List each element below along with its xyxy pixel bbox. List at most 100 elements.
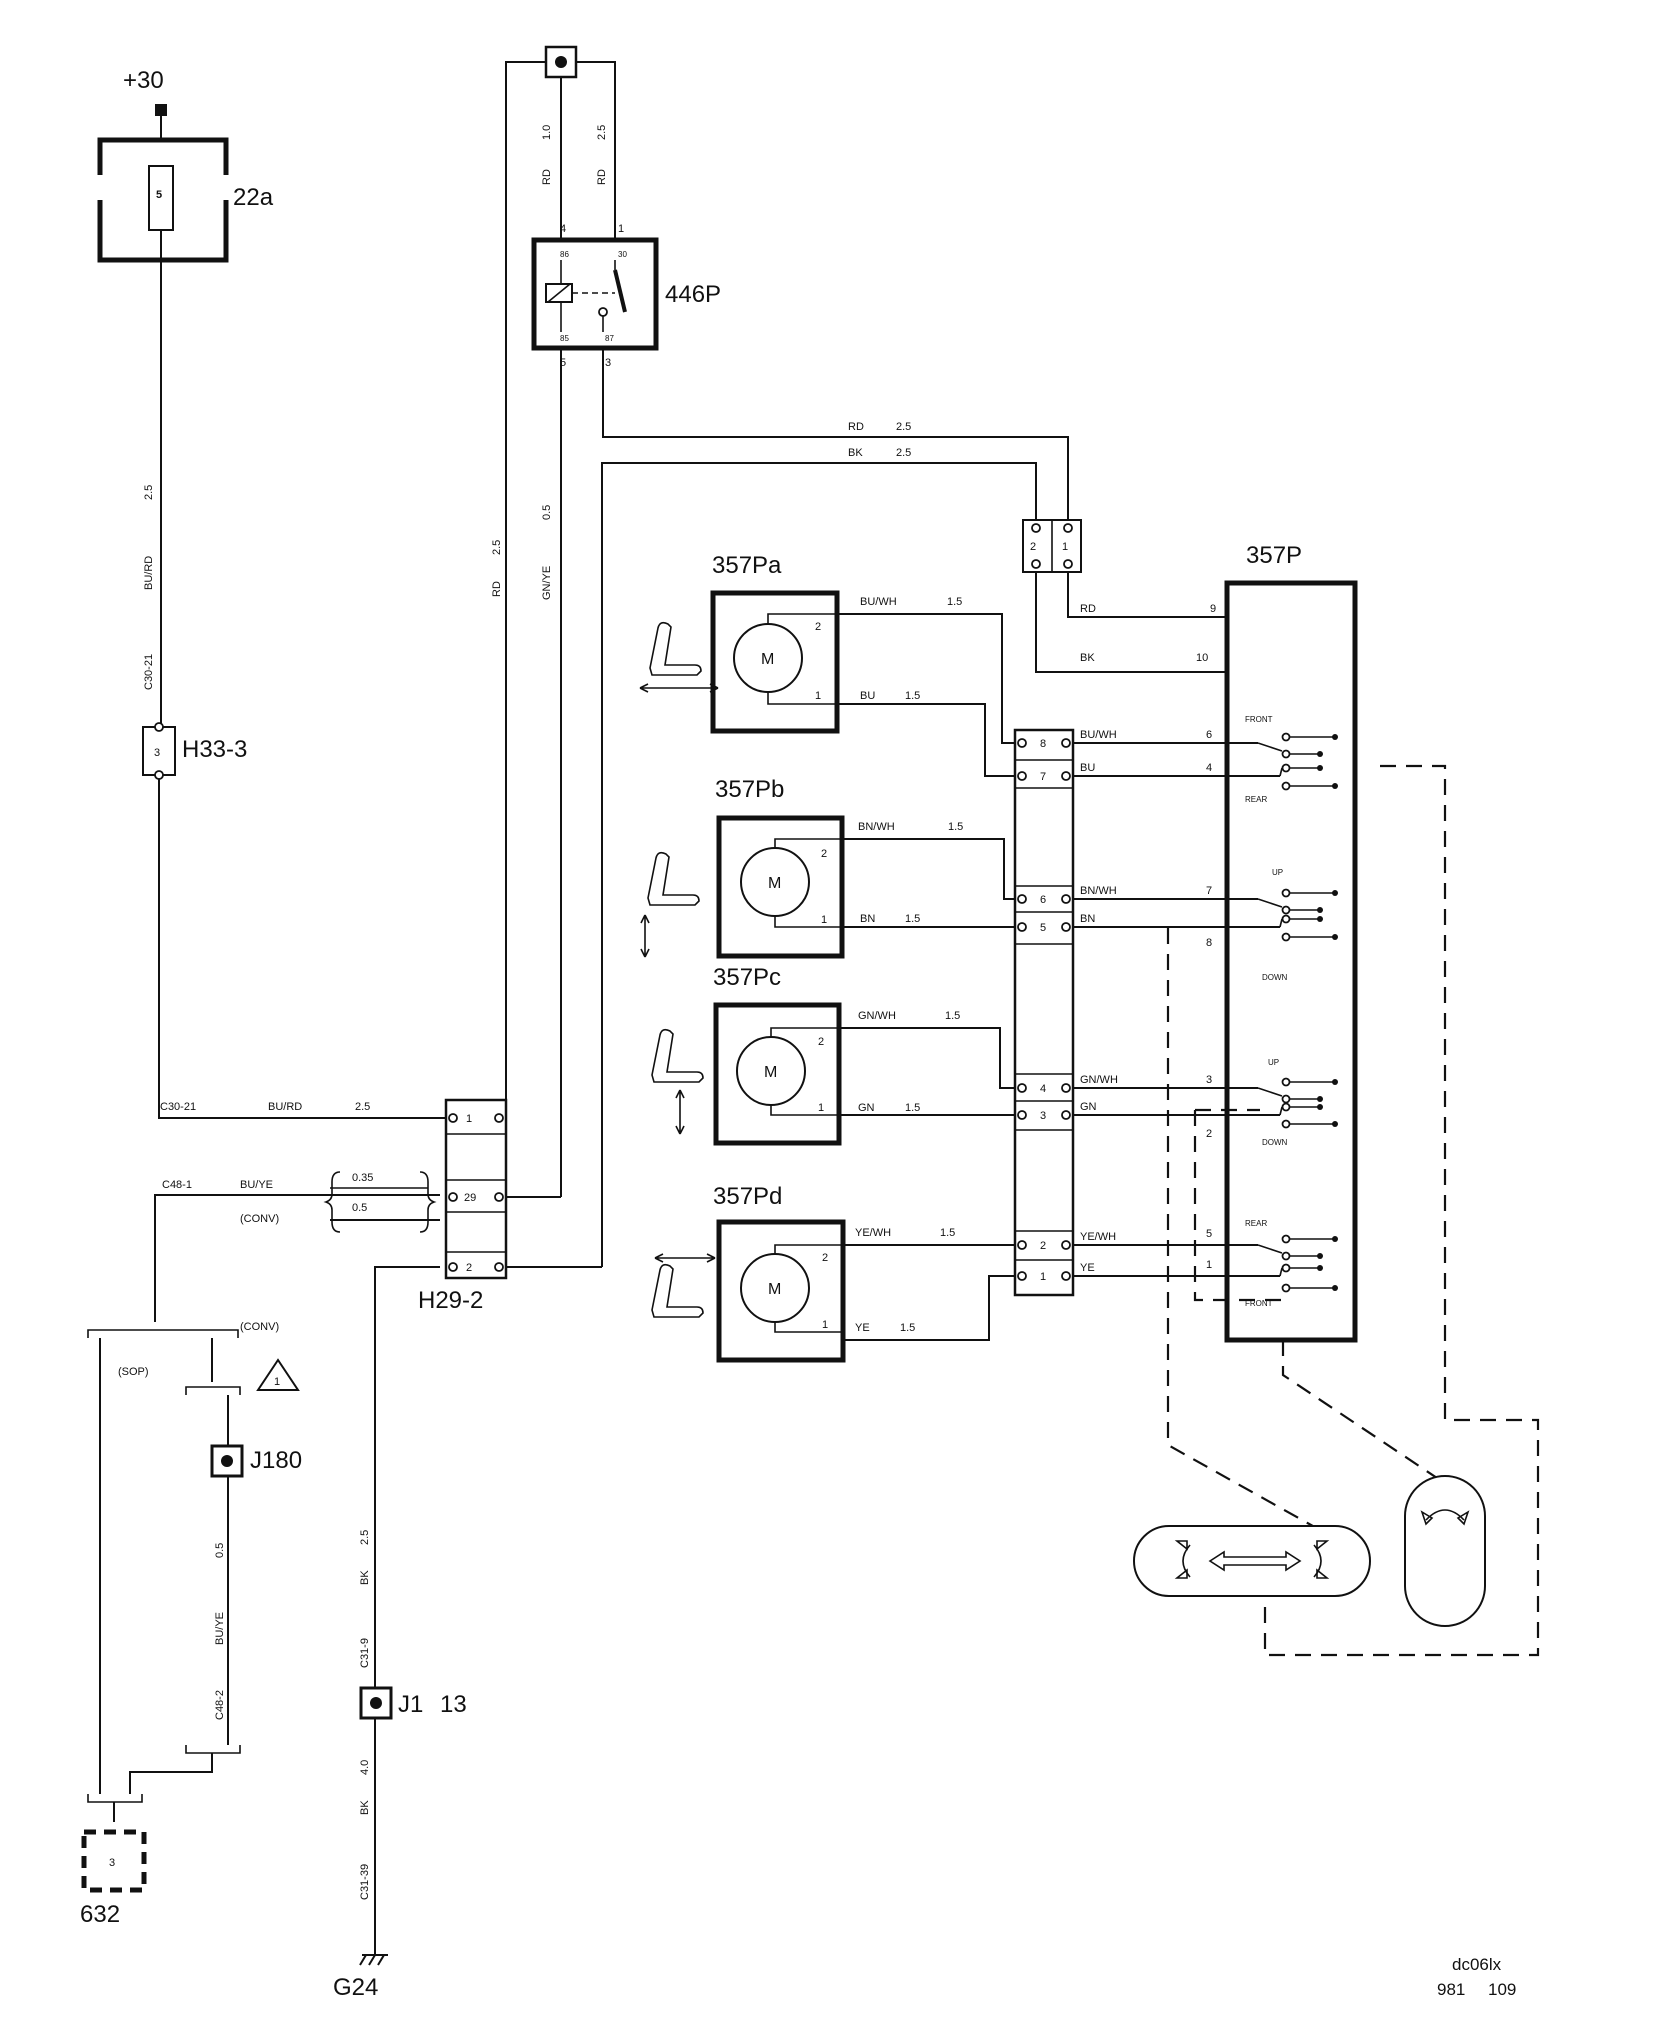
- connector-h29-group: 1 29 2 H29-2: [418, 1098, 508, 1314]
- variant-sop: (SOP): [118, 1366, 149, 1378]
- rd-357p-color: RD: [1080, 603, 1096, 615]
- gnye-color: GN/YE: [541, 566, 553, 600]
- seat-recline-icon: [651, 1253, 716, 1318]
- variant-conv: (CONV): [240, 1321, 279, 1333]
- splice-j180-dot: [221, 1455, 233, 1467]
- wire-bk-to-splice: [601, 462, 1037, 1267]
- motor-357pb-pin-bot: 1: [821, 914, 827, 926]
- fuse-number: 5: [156, 189, 162, 201]
- power-feed-group: +30 5 22a 2.5 BU/RD C30-21 3 H33-3 C30-2…: [97, 67, 450, 1119]
- main-connector-pin-1: 1: [1040, 1271, 1046, 1283]
- j180-conn: C48-2: [214, 1690, 226, 1720]
- mc-pin8-l: [1017, 738, 1027, 748]
- motor-357pc-symbol: M: [764, 1064, 777, 1081]
- motor-357pd-symbol: M: [768, 1281, 781, 1298]
- ground-lower-size: 4.0: [359, 1760, 371, 1775]
- relay-id-label: 446P: [665, 281, 721, 308]
- switch-label-rear-1: REAR: [1245, 795, 1267, 804]
- switch-row-5-pin: 3: [1206, 1074, 1212, 1086]
- mc-pin6-l: [1017, 894, 1027, 904]
- motor-357pa-wire-top-color: BU/WH: [860, 596, 897, 608]
- connector-h33-pin-bottom: [154, 770, 164, 780]
- motor-357pb-wire-top-size: 1.5: [948, 821, 963, 833]
- power-terminal-label: +30: [123, 67, 164, 94]
- relay-wire-pin-5: 5: [560, 357, 566, 369]
- footer-num1: 981: [1437, 1980, 1465, 1999]
- motor-357pc-lead-bot: [770, 1105, 839, 1116]
- module-632: [81, 1829, 147, 1893]
- wire-bured-color: BU/RD: [268, 1101, 302, 1113]
- bk-357p-pin: 10: [1196, 652, 1208, 664]
- relay-in-right-color: RD: [596, 169, 608, 185]
- motor-357pb-lead-bot: [774, 916, 842, 928]
- motor-357pb-wire-top: [842, 838, 1022, 900]
- brace-right: [419, 1171, 437, 1233]
- connector-h33-pin-top: [154, 722, 164, 732]
- relay-pin-86: 86: [560, 250, 569, 259]
- switch-contacts-2: [1257, 888, 1335, 942]
- wire-bured-size: 2.5: [355, 1101, 370, 1113]
- main-connector-pin-5: 5: [1040, 922, 1046, 934]
- linkage-dash-2: [1166, 928, 1321, 1531]
- relay-in-left-color: RD: [541, 169, 553, 185]
- connector-h29: [444, 1098, 508, 1280]
- ground-label: G24: [333, 1974, 378, 2001]
- relay-pin-85: 85: [560, 334, 569, 343]
- mechanical-linkage-group: [1133, 764, 1540, 1657]
- connector-h29-label: H29-2: [418, 1287, 483, 1314]
- switch-contacts-4: [1257, 1234, 1335, 1293]
- c48-size-1: 0.35: [352, 1172, 373, 1184]
- motor-357pc-wire-top-size: 1.5: [945, 1010, 960, 1022]
- switch-junction-dots: [1317, 734, 1338, 1291]
- motor-357pa-wire-bot: [837, 703, 1022, 777]
- wire-rd-right: [576, 61, 616, 240]
- h29-pin2-l: [448, 1262, 458, 1272]
- warning-triangle-icon: [256, 1358, 300, 1391]
- warning-number: 1: [274, 1376, 280, 1388]
- mc-pin7-r: [1061, 771, 1071, 781]
- wire-h29-to-j1: [374, 1266, 440, 1688]
- motor-357pc-pin-bot: 1: [818, 1102, 824, 1114]
- motor-357pc-lead-top: [770, 1027, 839, 1037]
- motor-357pb-label: 357Pb: [715, 776, 784, 803]
- main-connector-pin-6: 6: [1040, 894, 1046, 906]
- ground-group: 2.5 BK C31-9 J1 13 4.0 BK C31-39 G24: [333, 1266, 467, 2001]
- switch-row-2-pin: 4: [1206, 762, 1212, 774]
- ground-upper-size: 2.5: [359, 1530, 371, 1545]
- relay-wire-pin-1: 1: [618, 223, 624, 235]
- switch-row-7-pin: 5: [1206, 1228, 1212, 1240]
- switch-label-down-2: DOWN: [1262, 1138, 1288, 1147]
- motor-357pa-wire-bot-color: BU: [860, 690, 875, 702]
- main-connector-group: 8 7 6 5 4 3 2 1: [1013, 728, 1075, 1297]
- mc-pin6-r: [1061, 894, 1071, 904]
- rd-long-color: RD: [491, 581, 503, 597]
- motor-357pb-wire-bot-color: BN: [860, 913, 875, 925]
- c48-size-2: 0.5: [352, 1202, 367, 1214]
- mc-pin5-r: [1061, 922, 1071, 932]
- wire-c48-upper: [154, 1194, 440, 1322]
- main-connector: [1013, 728, 1075, 1297]
- top-rd-color: RD: [848, 421, 864, 433]
- mc-pin1-r: [1061, 1271, 1071, 1281]
- motor-357pd-wire-bot-color: YE: [855, 1322, 870, 1334]
- wire-rd-to-splice: [602, 348, 1069, 520]
- seat-tilt-icon: [651, 1028, 704, 1135]
- c48-branch-group: C48-1 BU/YE (CONV) 0.35 0.5 (CONV) (SOP)…: [80, 1171, 440, 1928]
- switch-row-6-wire: GN: [1080, 1101, 1097, 1113]
- splice-j1-num: 13: [440, 1691, 467, 1718]
- bk-357p-color: BK: [1080, 652, 1095, 664]
- wire-bured-to-h29: [158, 779, 450, 1119]
- motor-357pa-wire-bot-size: 1.5: [905, 690, 920, 702]
- ground-symbol-icon: [359, 1954, 388, 1966]
- switch-label-front-1: FRONT: [1245, 715, 1273, 724]
- power-terminal-square: [155, 104, 167, 116]
- motor-357pb-wire-top-color: BN/WH: [858, 821, 895, 833]
- motor-357pd-label: 357Pd: [713, 1183, 782, 1210]
- mc-pin2-r: [1061, 1240, 1071, 1250]
- motor-357pa-pin-top: 2: [815, 621, 821, 633]
- linkage-dash-1: [1263, 764, 1540, 1657]
- relay-coil-diag: [547, 283, 571, 303]
- j180-color: BU/YE: [214, 1612, 226, 1645]
- motor-357pd-wire-top-color: YE/WH: [855, 1227, 891, 1239]
- h29-pin1-r: [494, 1113, 504, 1123]
